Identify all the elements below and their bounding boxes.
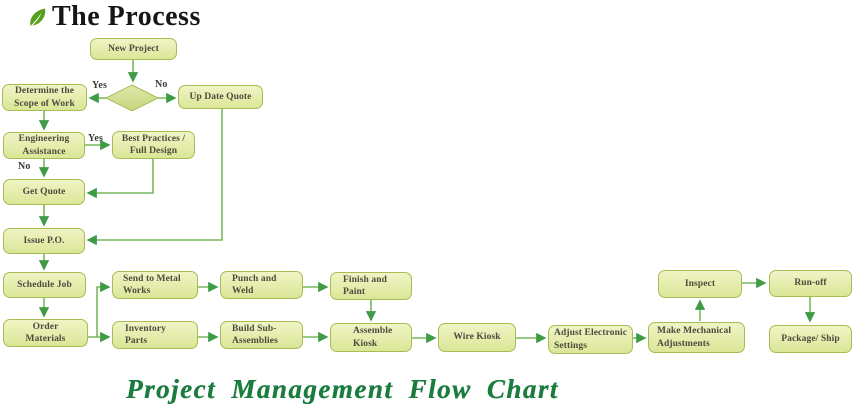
page-header: The Process [28,2,201,31]
flow-node-order-materials: Order Materials [3,319,88,347]
branch-label-engineering-yes: Yes [88,133,104,144]
flow-node-schedule-job: Schedule Job [3,272,86,298]
flow-node-package-ship: Package/ Ship [769,325,852,353]
flow-node-inventory-parts: Inventory Parts [112,321,198,349]
flow-node-engineering-assistance: Engineering Assistance [3,132,85,159]
decision-diamond [104,84,160,112]
flow-node-send-to-metal-works: Send to Metal Works [112,271,198,299]
connector-bestpractices-getquote [86,159,154,199]
flow-node-finish-and-paint: Finish and Paint [330,272,412,300]
flow-node-make-mechanical-adjustments: Make Mechanical Adjustments [648,322,745,353]
flow-node-issue-po: Issue P.O. [3,228,85,254]
flow-node-inspect: Inspect [658,270,742,298]
flow-node-run-off: Run-off [769,270,852,297]
flow-node-get-quote: Get Quote [3,179,85,205]
flow-node-new-project: New Project [90,38,177,60]
branch-label-scope-yes: Yes [92,80,108,91]
flow-node-best-practices: Best Practices / Full Design [112,131,195,159]
flow-node-wire-kiosk: Wire Kiosk [438,323,516,352]
page-title: The Process [52,1,201,32]
flow-node-adjust-electronic-settings: Adjust Electronic Settings [548,325,633,354]
flow-node-up-date-quote: Up Date Quote [178,85,263,109]
flow-node-assemble-kiosk: Assemble Kiosk [330,323,412,352]
leaf-icon [28,7,48,29]
branch-label-engineering-no: No [18,161,31,172]
branch-label-scope-no: No [155,79,168,90]
chart-caption: Project Management Flow Chart [126,374,559,404]
flow-node-determine-scope: Determine the Scope of Work [2,84,87,111]
flow-node-build-sub-assemblies: Build Sub- Assemblies [220,321,303,349]
connector-updatequote-issuepo [86,109,223,246]
connector-ordermaterials-sendtometal [96,281,111,337]
flow-node-punch-and-weld: Punch and Weld [220,271,303,299]
